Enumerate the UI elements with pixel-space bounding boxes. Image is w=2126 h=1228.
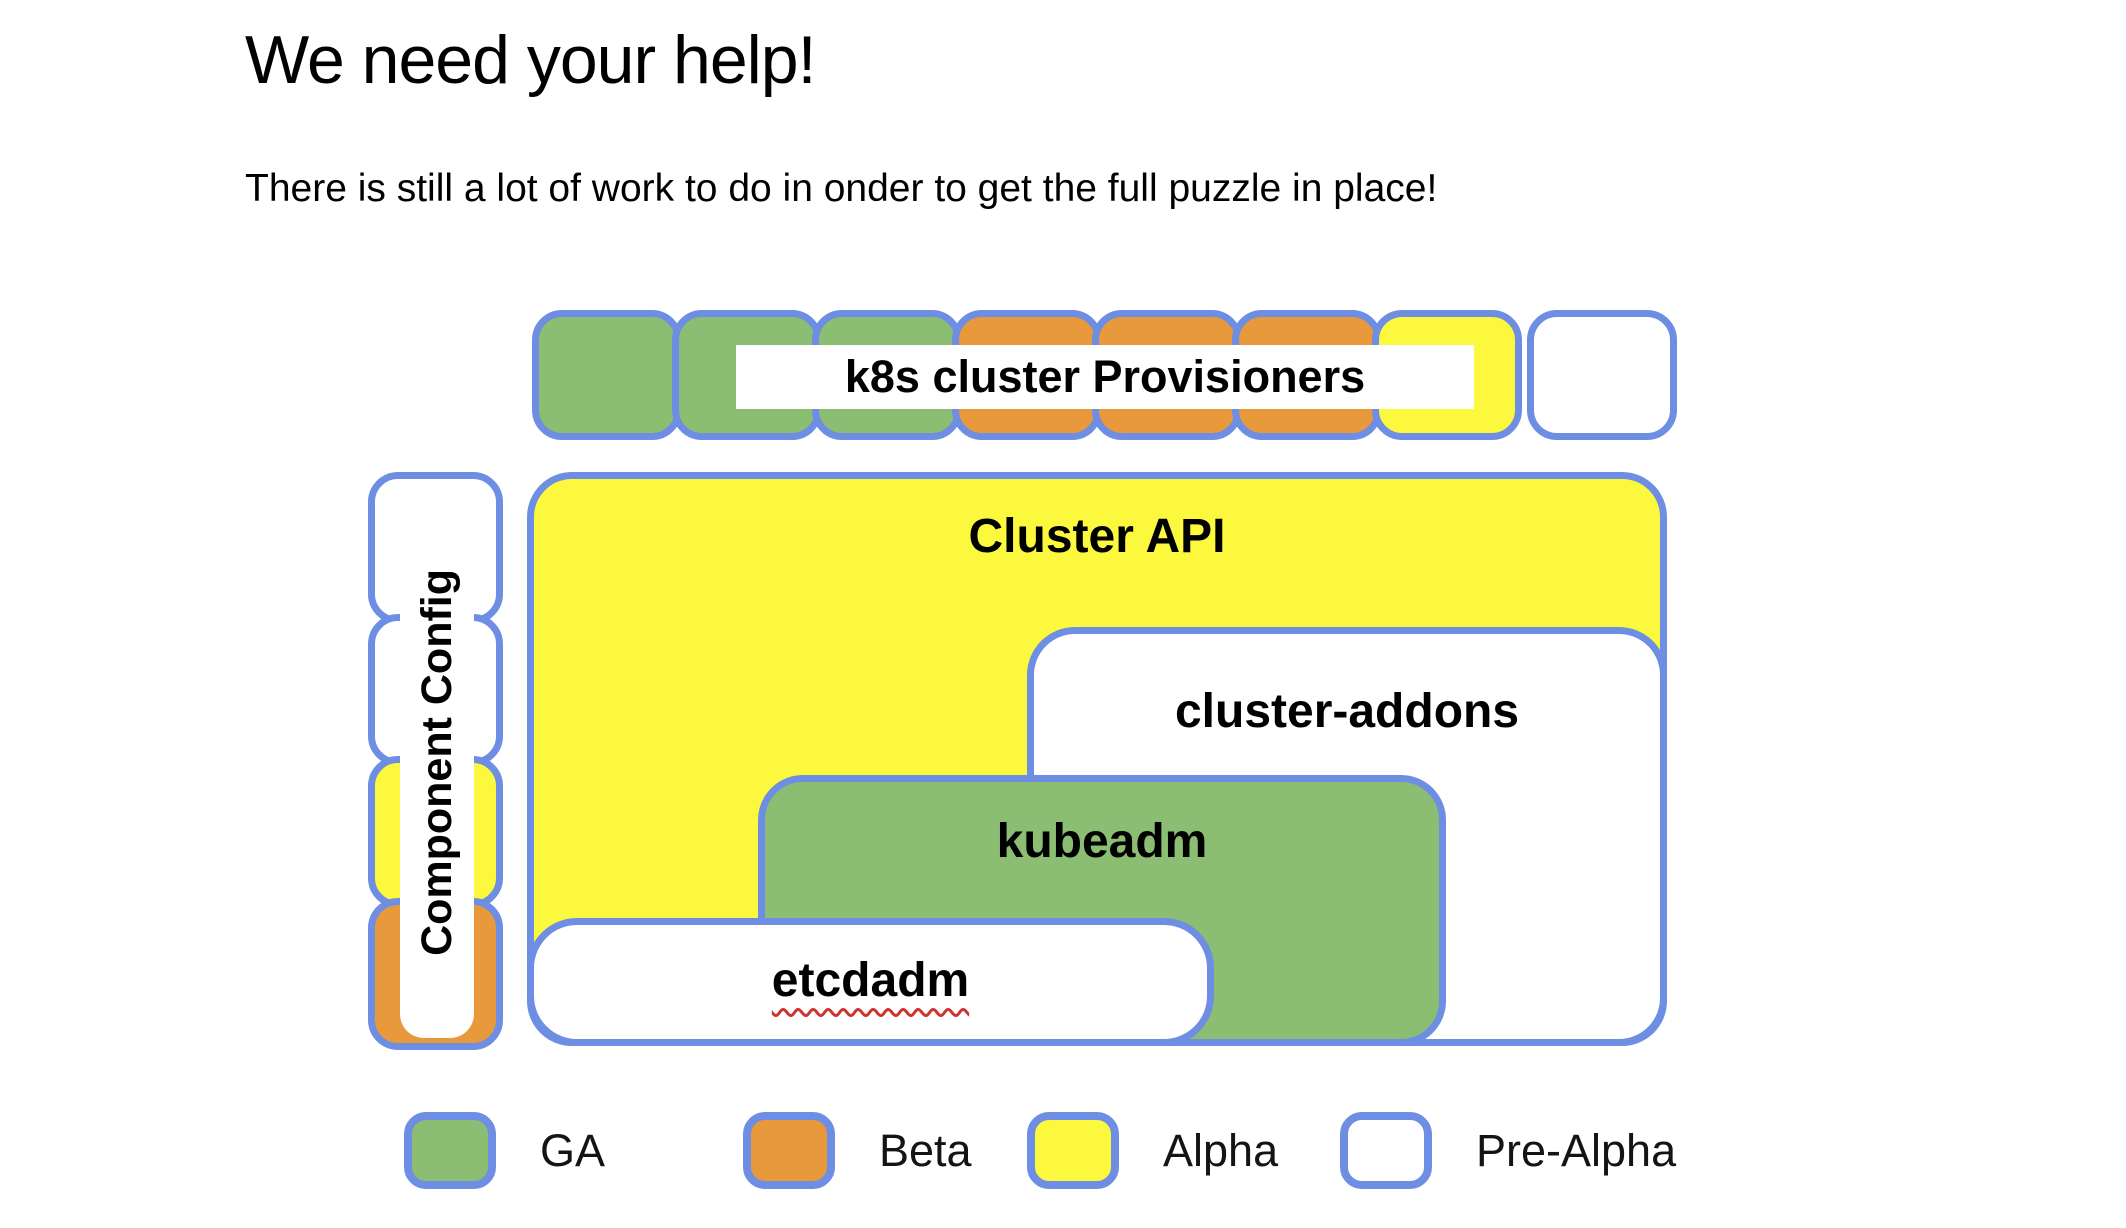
provisioners-row-label: k8s cluster Provisioners <box>736 345 1474 409</box>
component-config-label: Component Config <box>412 568 461 956</box>
cluster-api-label: Cluster API <box>968 510 1226 563</box>
legend-swatch-pre-alpha <box>1340 1112 1432 1189</box>
etcdadm-box: etcdadm <box>527 918 1214 1046</box>
legend-swatch-ga <box>404 1112 496 1189</box>
puzzle-piece-pre-alpha <box>1527 310 1677 440</box>
legend-label-alpha: Alpha <box>1163 1124 1279 1176</box>
legend-label-ga: GA <box>540 1124 606 1176</box>
kubeadm-label: kubeadm <box>996 815 1208 868</box>
legend-label-beta: Beta <box>879 1124 972 1176</box>
legend-item-beta: Beta <box>743 1112 972 1189</box>
slide-subtitle: There is still a lot of work to do in on… <box>245 167 1438 210</box>
legend-item-pre-alpha: Pre-Alpha <box>1340 1112 1676 1189</box>
slide-title: We need your help! <box>245 22 816 98</box>
legend-item-alpha: Alpha <box>1027 1112 1278 1189</box>
legend-swatch-beta <box>743 1112 835 1189</box>
etcdadm-label: etcdadm <box>771 954 970 1007</box>
legend-item-ga: GA <box>404 1112 605 1189</box>
cluster-addons-label: cluster-addons <box>1174 685 1520 738</box>
legend-swatch-alpha <box>1027 1112 1119 1189</box>
puzzle-piece-ga <box>532 310 682 440</box>
legend-label-pre-alpha: Pre-Alpha <box>1476 1124 1677 1176</box>
component-config-label-box: Component Config <box>400 486 474 1038</box>
